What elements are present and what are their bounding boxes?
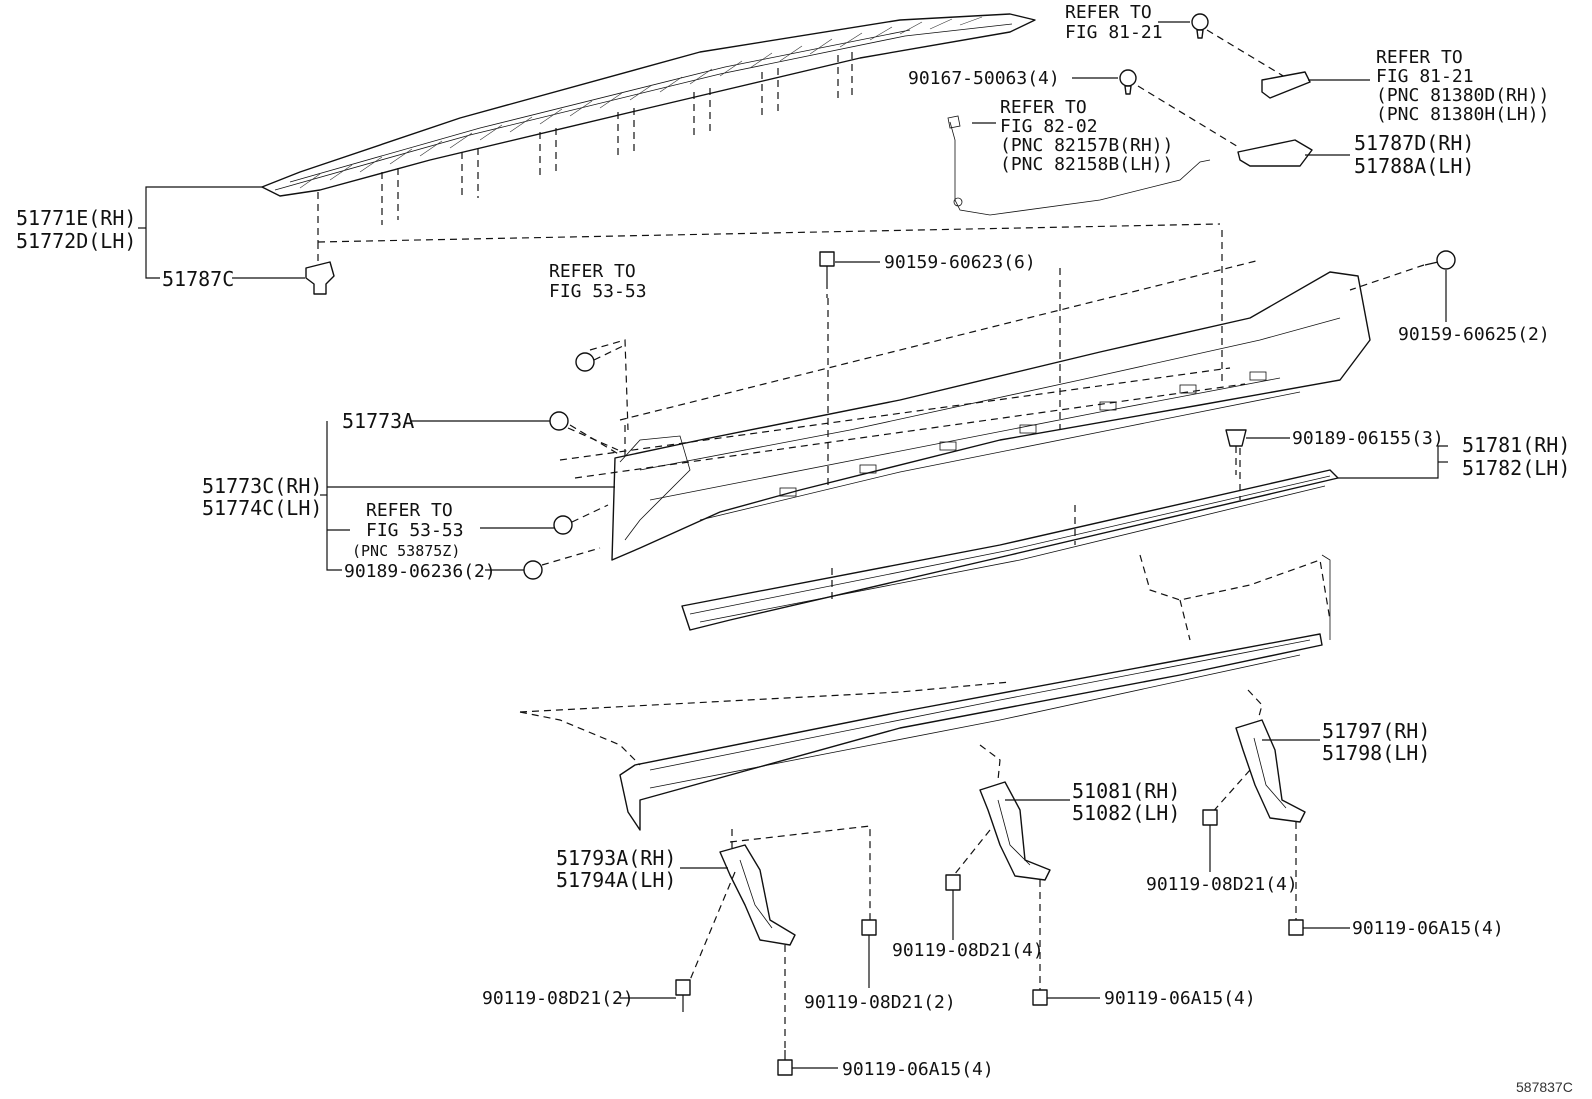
svg-text:FIG 81-21: FIG 81-21 xyxy=(1065,22,1163,43)
svg-text:FIG 53-53: FIG 53-53 xyxy=(366,520,464,541)
label-51787d: 51787D(RH) 51788A(LH) xyxy=(1354,131,1474,178)
label-51797: 51797(RH) 51798(LH) xyxy=(1322,719,1430,765)
svg-text:FIG 81-21: FIG 81-21 xyxy=(1376,66,1474,87)
svg-text:51782(LH): 51782(LH) xyxy=(1462,456,1570,480)
diagram-id: 587837C xyxy=(1516,1079,1573,1095)
svg-text:(PNC 81380D(RH)): (PNC 81380D(RH)) xyxy=(1376,85,1549,106)
svg-text:REFER TO: REFER TO xyxy=(366,500,453,521)
label-90159-60623: 90159-60623(6) xyxy=(884,252,1036,273)
label-51773a: 51773A xyxy=(342,409,414,433)
clip-51787c-part xyxy=(305,261,335,295)
svg-text:(PNC 82157B(RH)): (PNC 82157B(RH)) xyxy=(1000,135,1173,156)
label-51081: 51081(RH) 51082(LH) xyxy=(1072,779,1180,825)
svg-text:REFER TO: REFER TO xyxy=(1065,2,1152,23)
label-refer-fig81-21-b: REFER TO FIG 81-21 (PNC 81380D(RH)) (PNC… xyxy=(1376,47,1549,125)
svg-text:51794A(LH): 51794A(LH) xyxy=(556,868,676,892)
label-90119-08d21-left: 90119-08D21(2) xyxy=(482,988,634,1009)
label-51787c: 51787C xyxy=(162,267,234,291)
svg-text:51082(LH): 51082(LH) xyxy=(1072,801,1180,825)
svg-text:51798(LH): 51798(LH) xyxy=(1322,741,1430,765)
svg-text:51793A(RH): 51793A(RH) xyxy=(556,846,676,870)
label-51771e: 51771E(RH) 51772D(LH) xyxy=(16,206,136,253)
svg-text:(PNC 53875Z): (PNC 53875Z) xyxy=(352,542,460,560)
svg-text:(PNC 82158B(LH)): (PNC 82158B(LH)) xyxy=(1000,154,1173,175)
svg-text:51787D(RH): 51787D(RH) xyxy=(1354,131,1474,155)
label-refer-fig82-02: REFER TO FIG 82-02 (PNC 82157B(RH)) (PNC… xyxy=(1000,97,1173,175)
label-90119-08d21-left2: 90119-08D21(2) xyxy=(804,992,956,1013)
label-90119-08d21-mid: 90119-08D21(4) xyxy=(892,940,1044,961)
svg-text:51081(RH): 51081(RH) xyxy=(1072,779,1180,803)
inner-rail xyxy=(681,448,1339,631)
wire-harness xyxy=(947,115,1211,216)
label-90189-06155: 90189-06155(3) xyxy=(1292,428,1444,449)
label-90119-06a15-mid: 90119-06A15(4) xyxy=(1104,988,1256,1009)
leader-lines xyxy=(138,21,1448,1069)
svg-text:51788A(LH): 51788A(LH) xyxy=(1354,154,1474,178)
svg-text:51772D(LH): 51772D(LH) xyxy=(16,229,136,253)
label-90119-06a15-right: 90119-06A15(4) xyxy=(1352,918,1504,939)
label-refer-fig53-53-a: REFER TO FIG 53-53 xyxy=(549,261,647,302)
svg-text:REFER TO: REFER TO xyxy=(1000,97,1087,118)
svg-text:51773C(RH): 51773C(RH) xyxy=(202,474,322,498)
sill-panel xyxy=(559,230,1371,561)
rocker-moulding xyxy=(519,554,1331,831)
label-90167-50063: 90167-50063(4) xyxy=(908,68,1060,89)
label-refer-fig53-53-b: REFER TO FIG 53-53 (PNC 53875Z) xyxy=(352,500,464,560)
svg-text:REFER TO: REFER TO xyxy=(549,261,636,282)
svg-text:(PNC 81380H(LH)): (PNC 81380H(LH)) xyxy=(1376,104,1549,125)
label-51793a: 51793A(RH) 51794A(LH) xyxy=(556,846,676,892)
svg-text:51771E(RH): 51771E(RH) xyxy=(16,206,136,230)
label-51781: 51781(RH) 51782(LH) xyxy=(1462,433,1570,480)
svg-text:REFER TO: REFER TO xyxy=(1376,47,1463,68)
svg-text:51797(RH): 51797(RH) xyxy=(1322,719,1430,743)
label-90189-06236: 90189-06236(2) xyxy=(344,561,496,582)
label-90159-60625: 90159-60625(2) xyxy=(1398,324,1550,345)
svg-text:FIG 53-53: FIG 53-53 xyxy=(549,281,647,302)
fasteners xyxy=(523,13,1456,580)
bracket-51797 xyxy=(1202,689,1306,936)
svg-text:51774C(LH): 51774C(LH) xyxy=(202,496,322,520)
label-refer-fig81-21-a: REFER TO FIG 81-21 xyxy=(1065,2,1163,43)
bracket-51793a xyxy=(675,825,877,1076)
label-90119-06a15-left: 90119-06A15(4) xyxy=(842,1059,994,1080)
svg-text:FIG 82-02: FIG 82-02 xyxy=(1000,116,1098,137)
label-51773c: 51773C(RH) 51774C(LH) xyxy=(202,474,322,520)
running-board-cover xyxy=(261,13,1221,262)
label-90119-08d21-right: 90119-08D21(4) xyxy=(1146,874,1298,895)
bracket-51081 xyxy=(945,744,1051,1006)
svg-text:51781(RH): 51781(RH) xyxy=(1462,433,1570,457)
